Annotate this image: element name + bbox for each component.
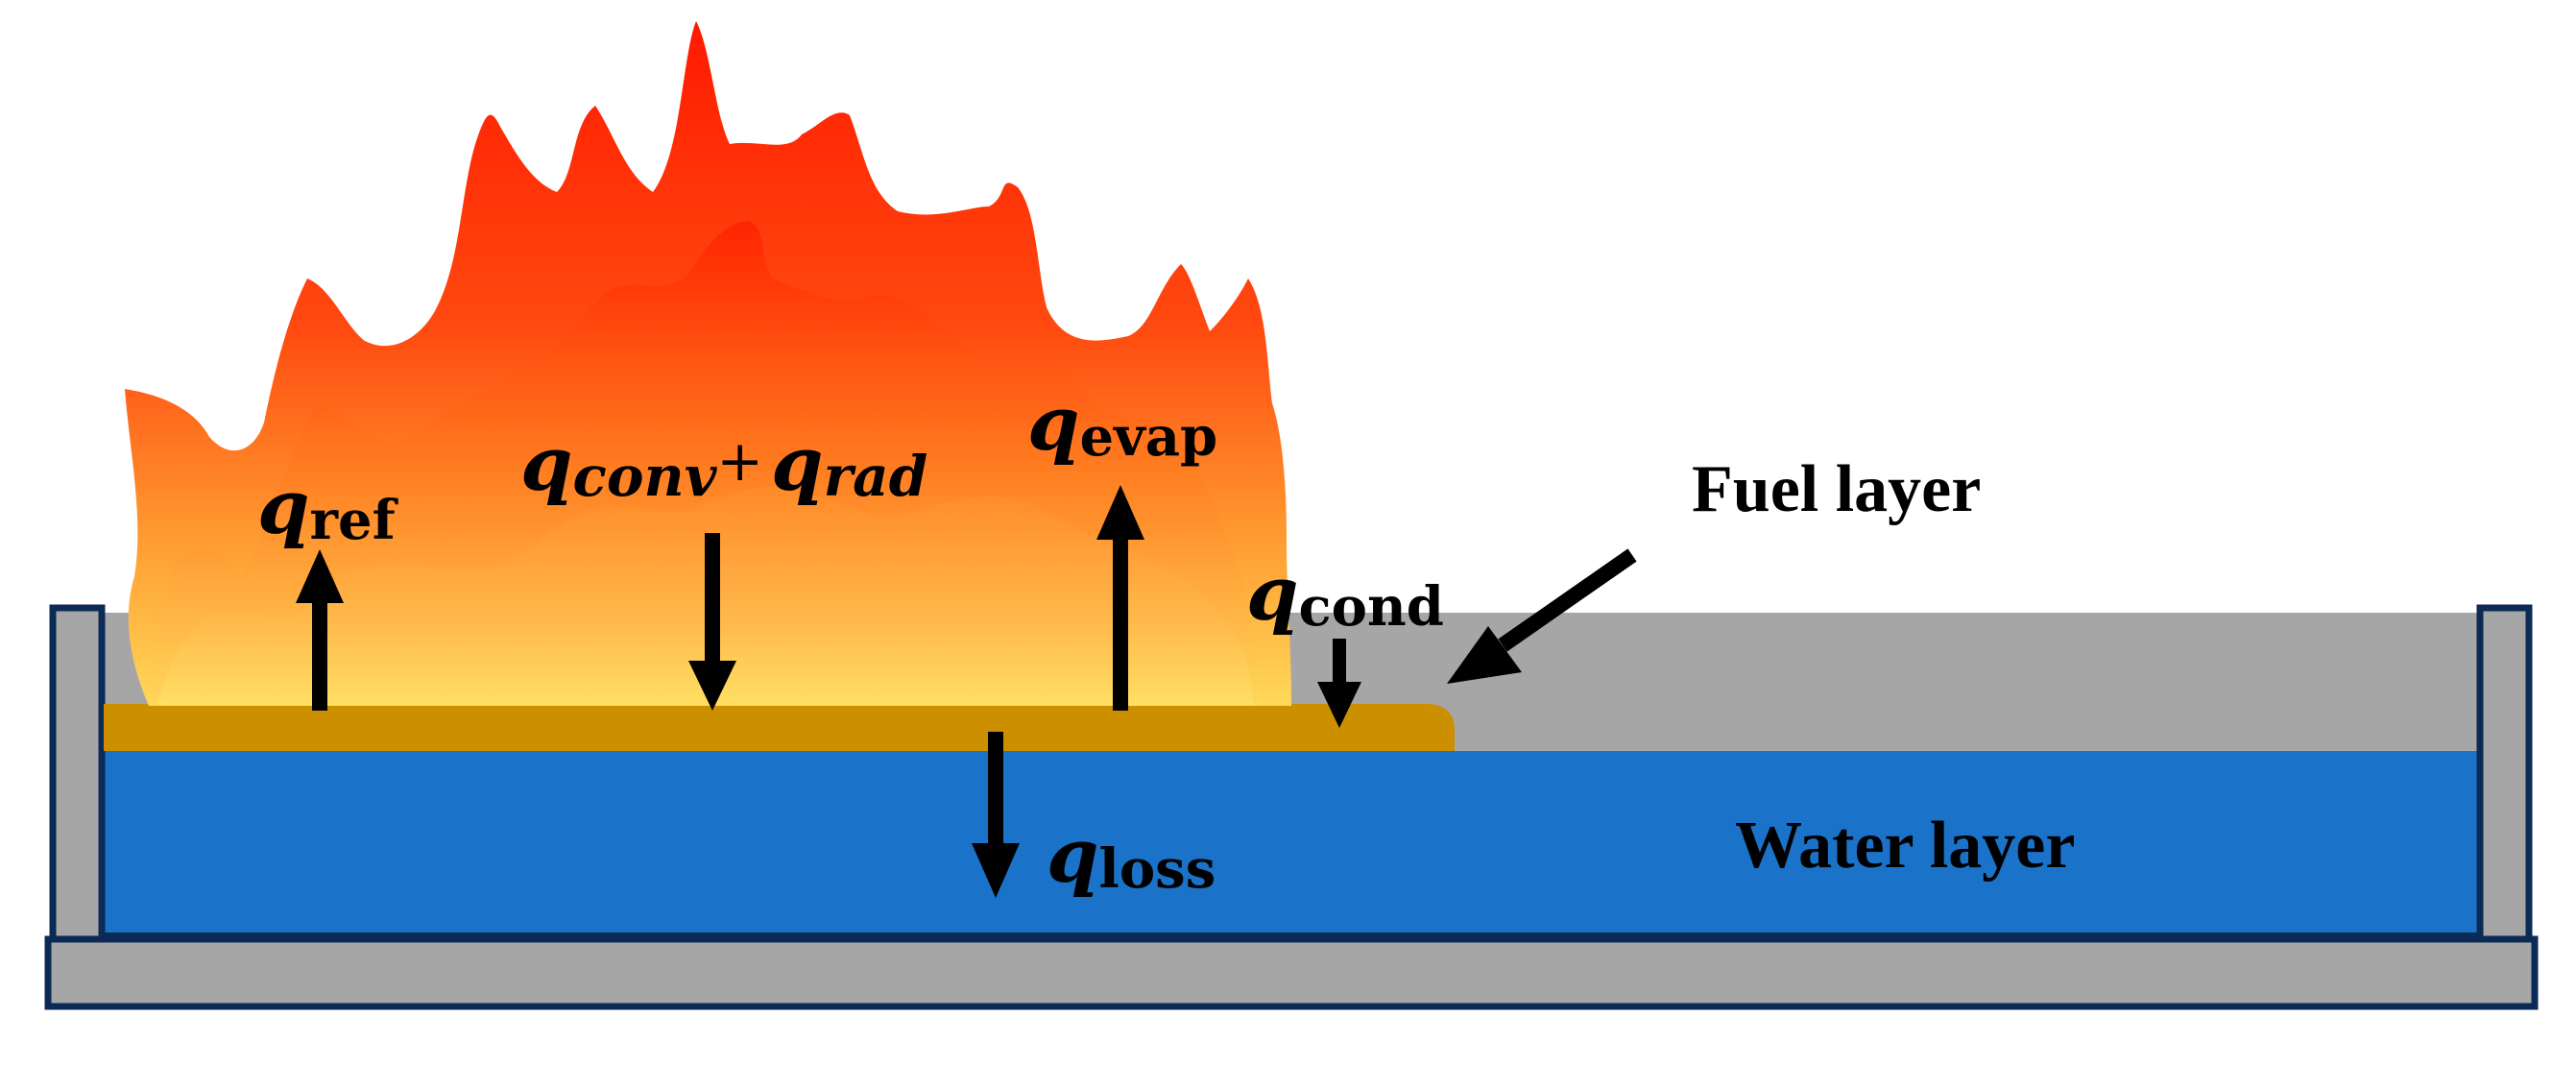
tank-right-wall bbox=[2476, 604, 2533, 943]
q-conv-rad-label: qconv+qrad bbox=[520, 421, 927, 509]
tank-left-wall bbox=[49, 604, 106, 943]
fuel-layer-label: Fuel layer bbox=[1692, 452, 1981, 526]
q-loss-arrow bbox=[972, 732, 1020, 898]
q-evap-label: qevap bbox=[1027, 380, 1217, 469]
q-cond-arrow bbox=[1317, 639, 1361, 728]
water-layer-label: Water layer bbox=[1735, 809, 2075, 883]
fuel-layer-pointer-arrow bbox=[1447, 548, 1637, 684]
q-loss-label: qloss bbox=[1047, 812, 1216, 901]
q-conv-rad-arrow bbox=[688, 533, 736, 711]
fuel-layer bbox=[104, 704, 1455, 751]
q-ref-arrow bbox=[296, 549, 344, 711]
tank-base bbox=[44, 935, 2539, 1010]
q-evap-arrow bbox=[1096, 485, 1144, 711]
q-cond-label: qcond bbox=[1246, 550, 1444, 639]
q-ref-label: qref bbox=[257, 464, 399, 552]
water-layer bbox=[101, 751, 2477, 937]
